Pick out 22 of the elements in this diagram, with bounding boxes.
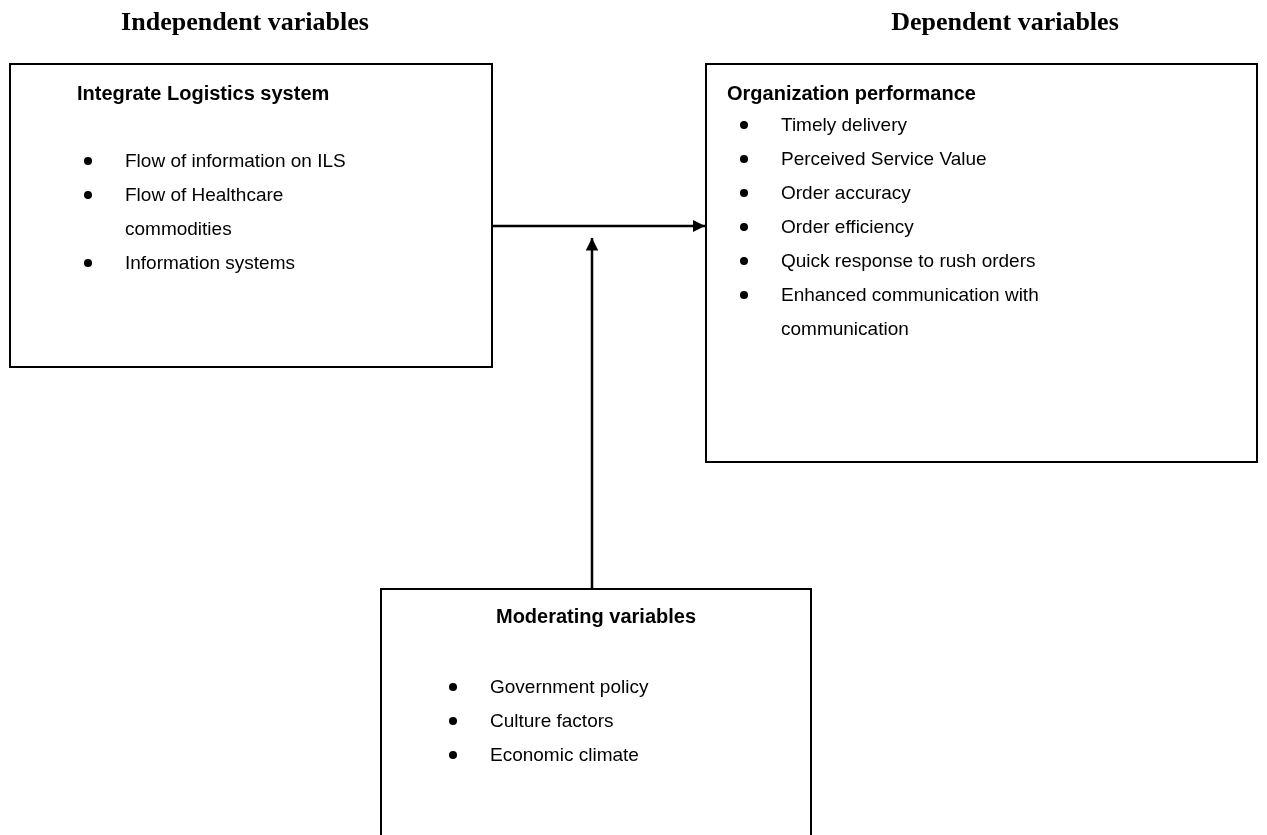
bullet-item: Perceived Service Value <box>739 142 1039 176</box>
bullet-item: Information systems <box>83 246 383 280</box>
bullet-item: Order efficiency <box>739 210 1039 244</box>
box-heading: Integrate Logistics system <box>77 81 330 106</box>
arrow <box>585 238 599 588</box>
variable-box <box>705 63 1258 463</box>
bullet-item: Timely delivery <box>739 108 1039 142</box>
column-heading: Dependent variables <box>890 6 1120 38</box>
bullet-item: Government policy <box>448 670 748 704</box>
bullet-item: Flow of Healthcare commodities <box>83 178 383 246</box>
box-heading: Moderating variables <box>494 604 698 629</box>
bullet-item: Economic climate <box>448 738 748 772</box>
bullet-item: Culture factors <box>448 704 748 738</box>
bullet-item: Quick response to rush orders <box>739 244 1039 278</box>
bullet-item: Enhanced communication with communication <box>739 278 1039 346</box>
bullet-item: Order accuracy <box>739 176 1039 210</box>
column-heading: Independent variables <box>120 6 370 38</box>
variable-box <box>9 63 493 368</box>
bullet-item: Flow of information on ILS <box>83 144 383 178</box>
box-heading: Organization performance <box>727 81 976 106</box>
variable-box <box>380 588 812 835</box>
arrow <box>493 219 705 233</box>
